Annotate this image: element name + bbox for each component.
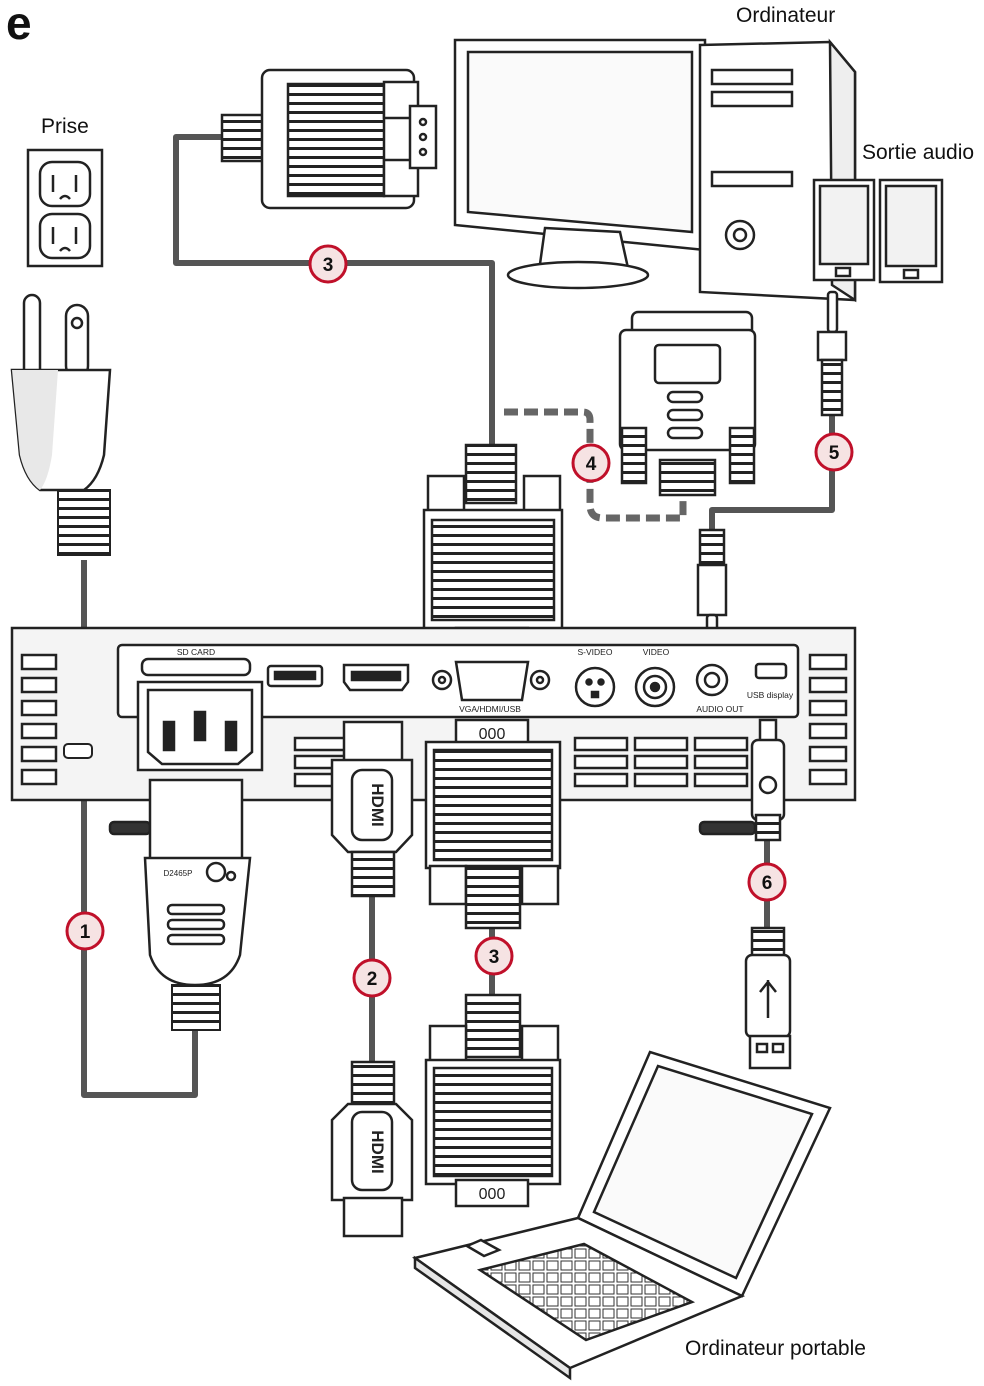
sd-card-slot [140, 657, 252, 677]
usb-connector-projector [750, 718, 786, 842]
vga-connector-projector: 000 [422, 443, 564, 656]
usb-display-port [754, 662, 788, 680]
power-plug [10, 293, 112, 492]
vga-connector-laptop [424, 993, 562, 1208]
s-video-port [574, 666, 616, 708]
badge-cable-3-top: 3 [308, 244, 348, 284]
kensington-slot [63, 743, 93, 759]
badge-cable-4: 4 [571, 443, 611, 483]
dvi-adapter-dashed-link [504, 408, 687, 522]
video-port [634, 666, 676, 708]
badge-cable-3-bottom: 3 [474, 936, 514, 976]
badge-number: 3 [323, 255, 334, 276]
audio-out-label: AUDIO OUT [696, 704, 743, 714]
sd-card-label: SD CARD [177, 647, 215, 657]
power-cable [81, 560, 198, 1098]
computer-monitor [453, 38, 707, 290]
audio-out-caption: Sortie audio [862, 141, 975, 164]
hdmi-connector-bottom [330, 1060, 414, 1238]
hdmi-connector-projector [330, 720, 414, 898]
outlet-label: Prise [41, 115, 89, 138]
badge-number: 4 [586, 454, 597, 475]
vga-cable-top [173, 134, 495, 445]
badge-cable-6: 6 [747, 862, 787, 902]
power-plug-boot [57, 489, 111, 556]
badge-number: 5 [829, 443, 840, 464]
badge-cable-2: 2 [352, 958, 392, 998]
vga-connector-projector-bottom [424, 718, 562, 930]
power-connector-boot [171, 984, 221, 1031]
audio-out-port [695, 663, 729, 697]
wall-outlet [26, 148, 104, 268]
badge-cable-1: 1 [65, 911, 105, 951]
audio-jack-top [816, 290, 848, 417]
speakers [812, 178, 944, 284]
usb-connector-typea [744, 926, 792, 1070]
badge-number: 2 [367, 969, 378, 990]
vga-pins-bottom: 000 [479, 1186, 506, 1203]
computer-label: Ordinateur [736, 4, 836, 27]
badge-number: 3 [489, 947, 500, 968]
badge-number: 1 [80, 922, 91, 943]
vga-port [431, 660, 551, 702]
laptop [412, 1050, 832, 1381]
vga-pins-mid: 000 [479, 726, 506, 743]
vga-connector-top [220, 68, 438, 210]
s-video-label: S-VIDEO [578, 647, 613, 657]
dvi-adapter [618, 310, 757, 497]
badge-number: 6 [762, 873, 773, 894]
section-letter: e [6, 0, 32, 49]
hdmi-text-bottom: HDMI [368, 1130, 387, 1173]
vga-port-label: VGA/HDMI/USB [459, 704, 521, 714]
badge-cable-5: 5 [814, 432, 854, 472]
hdmi-port [342, 663, 410, 692]
power-inlet [136, 680, 264, 772]
plug-marking: D2465P [164, 869, 193, 878]
hdmi-text-top: HDMI [368, 783, 387, 826]
power-connector [143, 778, 252, 987]
usb-display-label: USB display [747, 690, 794, 700]
usb-port [266, 664, 324, 688]
video-label: VIDEO [643, 647, 670, 657]
laptop-label: Ordinateur portable [685, 1337, 866, 1360]
